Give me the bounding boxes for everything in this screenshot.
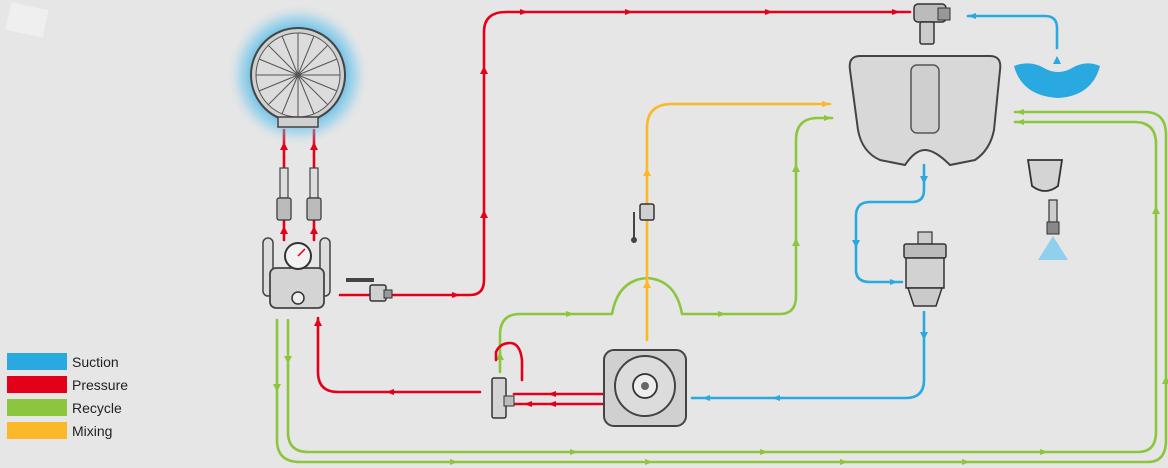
recycle-lines (275, 110, 1168, 464)
suction-arrows (702, 13, 1061, 401)
legend-swatch-pressure (7, 376, 67, 393)
legend-label: Mixing (72, 422, 113, 439)
legend-swatch-recycle (7, 399, 67, 416)
suction-lines (690, 14, 1059, 400)
ball-valve-icon (631, 203, 655, 243)
nozzle-valve-right (306, 167, 322, 221)
legend-item-pressure: Pressure (7, 374, 128, 395)
mixing-arrows (643, 101, 830, 288)
decor-shape (5, 2, 49, 38)
recycle-arrows (273, 109, 1168, 465)
main-ball-valve (346, 278, 393, 302)
pressure-lines (282, 10, 912, 406)
pressure-gauge-icon (262, 237, 331, 309)
legend-swatch-mixing (7, 422, 67, 439)
water-icon (1014, 63, 1100, 98)
mixing-lines (645, 102, 832, 342)
legend-label: Recycle (72, 399, 122, 416)
nozzle-valve-left (276, 167, 292, 221)
fill-valve-icon (913, 3, 951, 45)
legend-label: Pressure (72, 376, 129, 393)
nozzle-icon (1038, 199, 1068, 260)
legend-label: Suction (72, 353, 119, 370)
legend-item-recycle: Recycle (7, 397, 128, 418)
pressure-arrows (280, 9, 900, 407)
legend-swatch-suction (7, 353, 67, 370)
legend: Suction Pressure Recycle Mixing (7, 351, 128, 443)
legend-item-mixing: Mixing (7, 420, 128, 441)
hand-wash-icon (1026, 159, 1064, 192)
legend-item-suction: Suction (7, 351, 128, 372)
filter-icon (903, 231, 947, 307)
valve-icon (491, 377, 515, 419)
fan-icon (226, 3, 370, 147)
pump-icon (603, 349, 687, 427)
tank-icon (848, 55, 1002, 167)
